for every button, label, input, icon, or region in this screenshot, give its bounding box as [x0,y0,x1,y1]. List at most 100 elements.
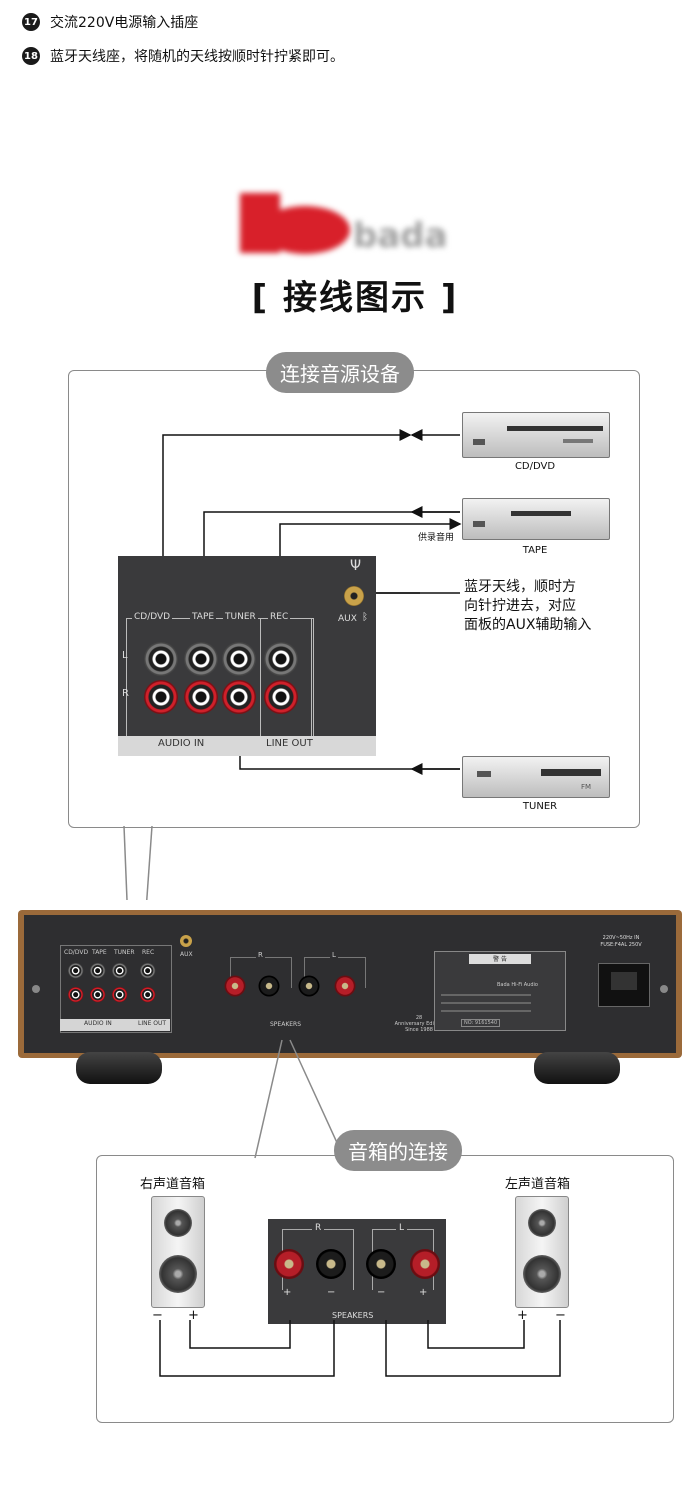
terminal-r-plus-sign: + [283,1287,292,1298]
rear-antenna-socket [180,935,192,947]
left-speaker-label: 左声道音箱 [505,1177,571,1192]
tape-label: TAPE [522,545,548,556]
rear-input-block [60,945,172,1033]
bt-annotation-line3: 面板的AUX辅助输入 [464,617,592,633]
left-speaker-plus: + [517,1308,528,1323]
terminal-label-r: R [312,1223,325,1233]
record-note: 供录音用 [417,533,454,543]
zoom-line-right [146,825,153,900]
right-speaker-label: 右声道音箱 [140,1177,206,1192]
rear-label-r: R [256,951,265,959]
rear-rca-2 [90,963,106,979]
power-inlet [598,963,650,1007]
rear-rca-4 [140,963,156,979]
terminal-l-plus-sign: + [419,1287,428,1298]
note-text-17: 交流220V电源输入插座 [50,15,199,31]
label-tuner: TUNER [223,612,258,622]
rca-cd-r [144,680,178,714]
foot-left [76,1052,162,1084]
fuse-label: 220V~50Hz IN FUSE:F4AL 250V [600,935,642,948]
note-18: 18 蓝牙天线座，将随机的天线按顺时针拧紧即可。 [22,46,344,66]
tuner-fm-text: FM [581,783,592,791]
zoom-line-left [123,825,128,900]
page-title: [ 接线图示 ] [251,278,459,318]
label-r: R [122,688,129,699]
cd-player [462,412,610,458]
terminal-r-minus-sign: − [327,1287,336,1298]
nameplate: 警 告 Bada Hi-Fi Audio NO: 9161540 [434,951,566,1031]
rca-rec-r [264,680,298,714]
tuner-label: TUNER [522,801,558,812]
rear-rca-7 [112,987,128,1003]
right-speaker-minus: − [152,1308,163,1323]
right-speaker-tweeter [164,1209,192,1237]
rear-post-r-minus [258,975,280,997]
bt-annotation-line1: 蓝牙天线，顺时方 [464,579,576,595]
foot-right [534,1052,620,1084]
cd-wire [162,429,412,606]
label-line-out: LINE OUT [266,738,313,749]
rear-rca-1 [68,963,84,979]
screw-right [660,985,668,993]
rear-rca-5 [68,987,84,1003]
rear-label-speakers: SPEAKERS [270,1021,302,1028]
rear-label-audio-in: AUDIO IN [84,1020,112,1027]
source-section-heading: 连接音源设备 [266,352,414,393]
terminal-l-minus [366,1249,396,1279]
brand-logo: bada [235,180,475,270]
bt-annotation-line2: 向针拧进去，对应 [464,598,576,614]
bt-annotation: 蓝牙天线，顺时方 向针拧进去，对应 面板的AUX辅助输入 [464,578,634,635]
label-tape: TAPE [190,612,217,622]
label-aux: AUX [338,614,357,624]
nameplate-serial: NO: 9161540 [461,1019,501,1027]
rca-cd-l [144,642,178,676]
left-speaker-tweeter [528,1209,556,1237]
speaker-section-heading: 音箱的连接 [334,1130,462,1171]
note-17: 17 交流220V电源输入插座 [22,12,198,32]
note-text-18: 蓝牙天线座，将随机的天线按顺时针拧紧即可。 [50,49,344,65]
cd-label: CD/DVD [514,461,556,472]
brand-logo-mark [240,193,350,254]
right-speaker [151,1196,205,1308]
bluetooth-icon: ᛒ [362,612,368,623]
nameplate-warning: 警 告 [469,954,531,964]
rear-label-aux: AUX [180,951,193,958]
screw-left [32,985,40,993]
rca-tuner-l [222,642,256,676]
rear-rca-6 [90,987,106,1003]
speaker-terminal-panel: R L + − − + SPEAKERS [268,1219,446,1324]
label-rec: REC [268,612,291,622]
speaker-wiring [159,1320,561,1377]
rear-rca-8 [140,987,156,1003]
label-cddvd: CD/DVD [132,612,173,622]
rear-label-l: L [330,951,338,959]
tuner-device: FM [462,756,610,798]
rca-tuner-r [222,680,256,714]
rear-post-l-plus [334,975,356,997]
tape-deck [462,498,610,540]
label-audio-in: AUDIO IN [158,738,205,749]
rca-tape-r [184,680,218,714]
rear-post-l-minus [298,975,320,997]
right-speaker-plus: + [188,1308,199,1323]
right-speaker-woofer [159,1255,197,1293]
left-speaker [515,1196,569,1308]
rear-label-cddvd: CD/DVD [64,949,89,956]
terminal-label-l: L [396,1223,408,1233]
rear-post-r-plus [224,975,246,997]
rear-label-tape: TAPE [92,949,107,956]
rca-rec-l [264,642,298,676]
terminal-l-plus [410,1249,440,1279]
rear-label-line-out: LINE OUT [138,1020,167,1027]
rear-label-tuner: TUNER [114,949,135,956]
input-panel-zoom: CD/DVD TAPE TUNER REC L R AUDIO IN LINE … [118,556,376,756]
note-number-17: 17 [22,13,40,31]
terminal-speakers-label: SPEAKERS [332,1311,374,1320]
anniversary-badge: 28 Anniversary Edition Since 1988 [394,1015,444,1033]
antenna-socket [344,586,364,606]
left-speaker-woofer [523,1255,561,1293]
rca-tape-l [184,642,218,676]
nameplate-brand: Bada Hi-Fi Audio [497,982,538,988]
rear-rca-3 [112,963,128,979]
brand-logo-word: bada [353,216,448,256]
